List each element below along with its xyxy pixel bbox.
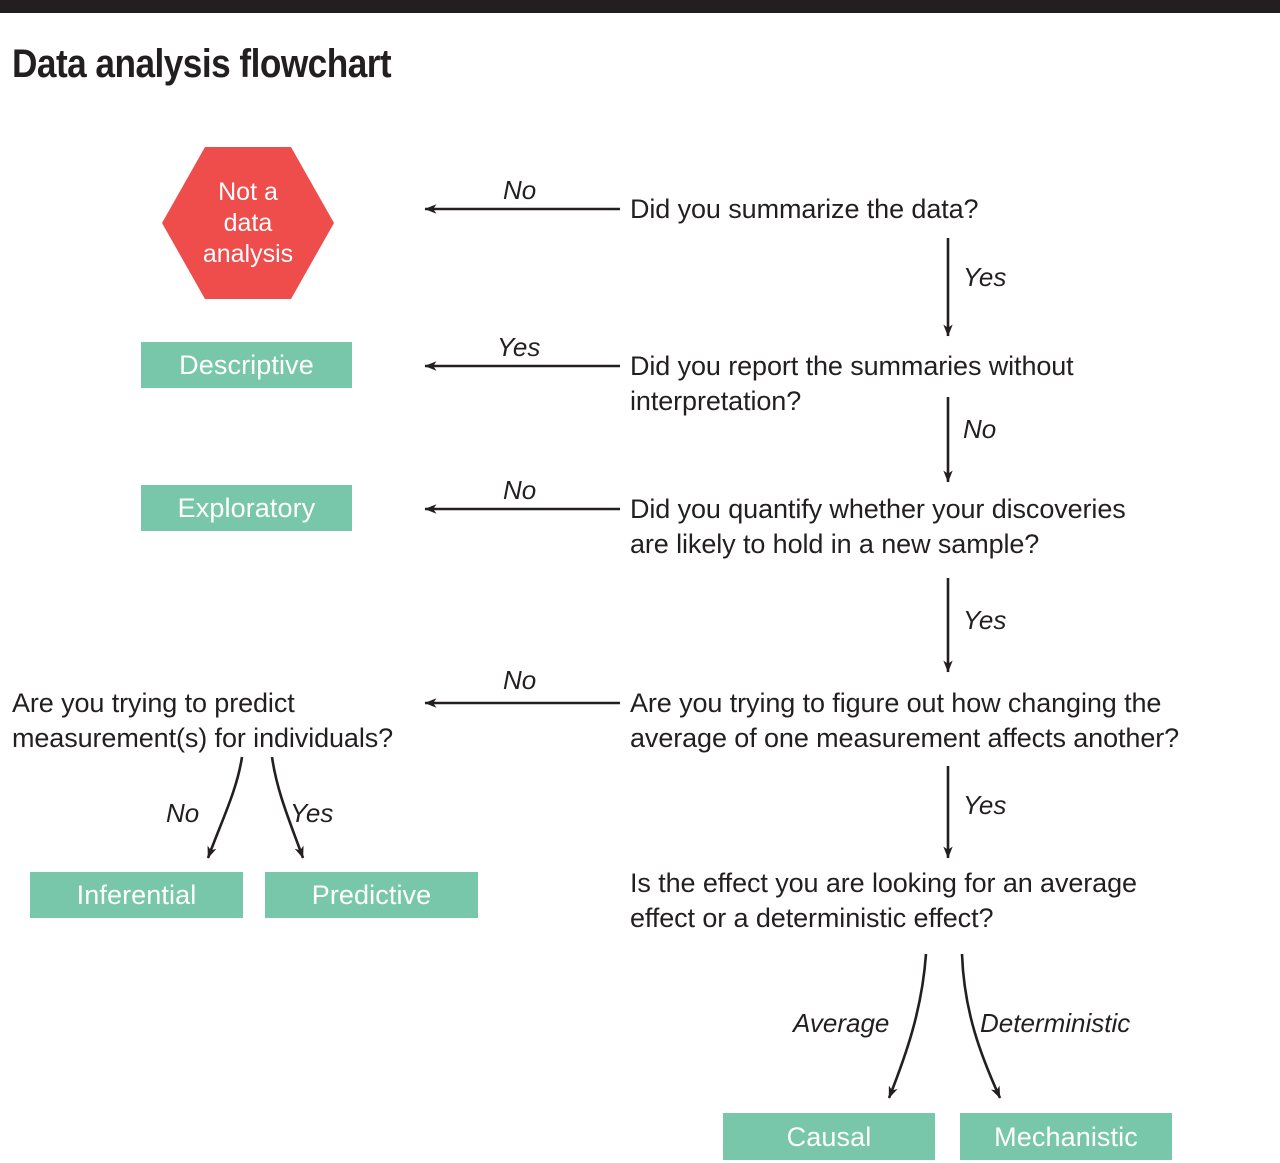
question-line: average of one measurement affects anoth… bbox=[630, 723, 1180, 753]
edge-label-no-summarize: No bbox=[503, 175, 537, 205]
terminal-label-line2: data bbox=[223, 208, 273, 237]
edge-label-no-quantify: No bbox=[503, 475, 537, 505]
terminal-mechanistic[interactable]: Mechanistic bbox=[960, 1113, 1172, 1160]
question-did-you-report: Did you report the summaries without int… bbox=[630, 349, 1170, 419]
edge-label-no-predict: No bbox=[166, 798, 200, 828]
edge-effect-average bbox=[887, 953, 928, 1099]
edge-label-yes-quantify: Yes bbox=[963, 605, 1007, 635]
question-line: effect or a deterministic effect? bbox=[630, 903, 994, 933]
question-effect-type: Is the effect you are looking for an ave… bbox=[630, 866, 1230, 936]
terminal-label-predictive: Predictive bbox=[311, 880, 432, 910]
terminal-descriptive[interactable]: Descriptive bbox=[141, 342, 352, 388]
edge-label-average: Average bbox=[793, 1008, 890, 1038]
top-rule-bar bbox=[0, 0, 1280, 13]
terminal-not-a-data-analysis[interactable]: Not a data analysis bbox=[162, 147, 334, 299]
terminal-inferential[interactable]: Inferential bbox=[30, 872, 243, 918]
terminal-label-line1: Not a bbox=[218, 177, 278, 206]
edge-label-yes-summarize: Yes bbox=[963, 262, 1007, 292]
edge-label-no-changing: No bbox=[503, 665, 537, 695]
question-line: Is the effect you are looking for an ave… bbox=[630, 868, 1137, 898]
terminal-label-descriptive: Descriptive bbox=[179, 350, 314, 380]
edge-label-yes-report: Yes bbox=[497, 332, 541, 362]
terminal-causal[interactable]: Causal bbox=[723, 1113, 935, 1160]
question-line: interpretation? bbox=[630, 386, 802, 416]
terminal-exploratory[interactable]: Exploratory bbox=[141, 485, 352, 531]
edge-label-deterministic: Deterministic bbox=[980, 1008, 1131, 1038]
question-line: Are you trying to predict bbox=[12, 688, 295, 718]
edge-predict-no bbox=[206, 756, 244, 859]
edge-label-yes-predict: Yes bbox=[290, 798, 334, 828]
edge-label-yes-changing: Yes bbox=[963, 790, 1007, 820]
terminal-label-exploratory: Exploratory bbox=[177, 493, 316, 523]
terminal-predictive[interactable]: Predictive bbox=[265, 872, 478, 918]
question-line: are likely to hold in a new sample? bbox=[630, 529, 1040, 559]
terminal-label-causal: Causal bbox=[786, 1121, 872, 1152]
question-line: Did you report the summaries without bbox=[630, 351, 1074, 381]
terminal-label-inferential: Inferential bbox=[76, 880, 197, 910]
page-title: Data analysis flowchart bbox=[12, 42, 392, 86]
question-line: Did you quantify whether your discoverie… bbox=[630, 494, 1126, 524]
terminal-label-line3: analysis bbox=[202, 239, 294, 268]
question-did-you-summarize: Did you summarize the data? bbox=[630, 192, 1190, 227]
question-did-you-quantify: Did you quantify whether your discoverie… bbox=[630, 492, 1220, 562]
question-changing-average: Are you trying to figure out how changin… bbox=[630, 686, 1250, 756]
terminal-label-mechanistic: Mechanistic bbox=[994, 1121, 1138, 1152]
question-line: measurement(s) for individuals? bbox=[12, 723, 394, 753]
question-line: Did you summarize the data? bbox=[630, 194, 979, 224]
question-predict-individuals: Are you trying to predict measurement(s)… bbox=[12, 686, 482, 756]
edge-label-no-report: No bbox=[963, 414, 997, 444]
question-line: Are you trying to figure out how changin… bbox=[630, 688, 1162, 718]
